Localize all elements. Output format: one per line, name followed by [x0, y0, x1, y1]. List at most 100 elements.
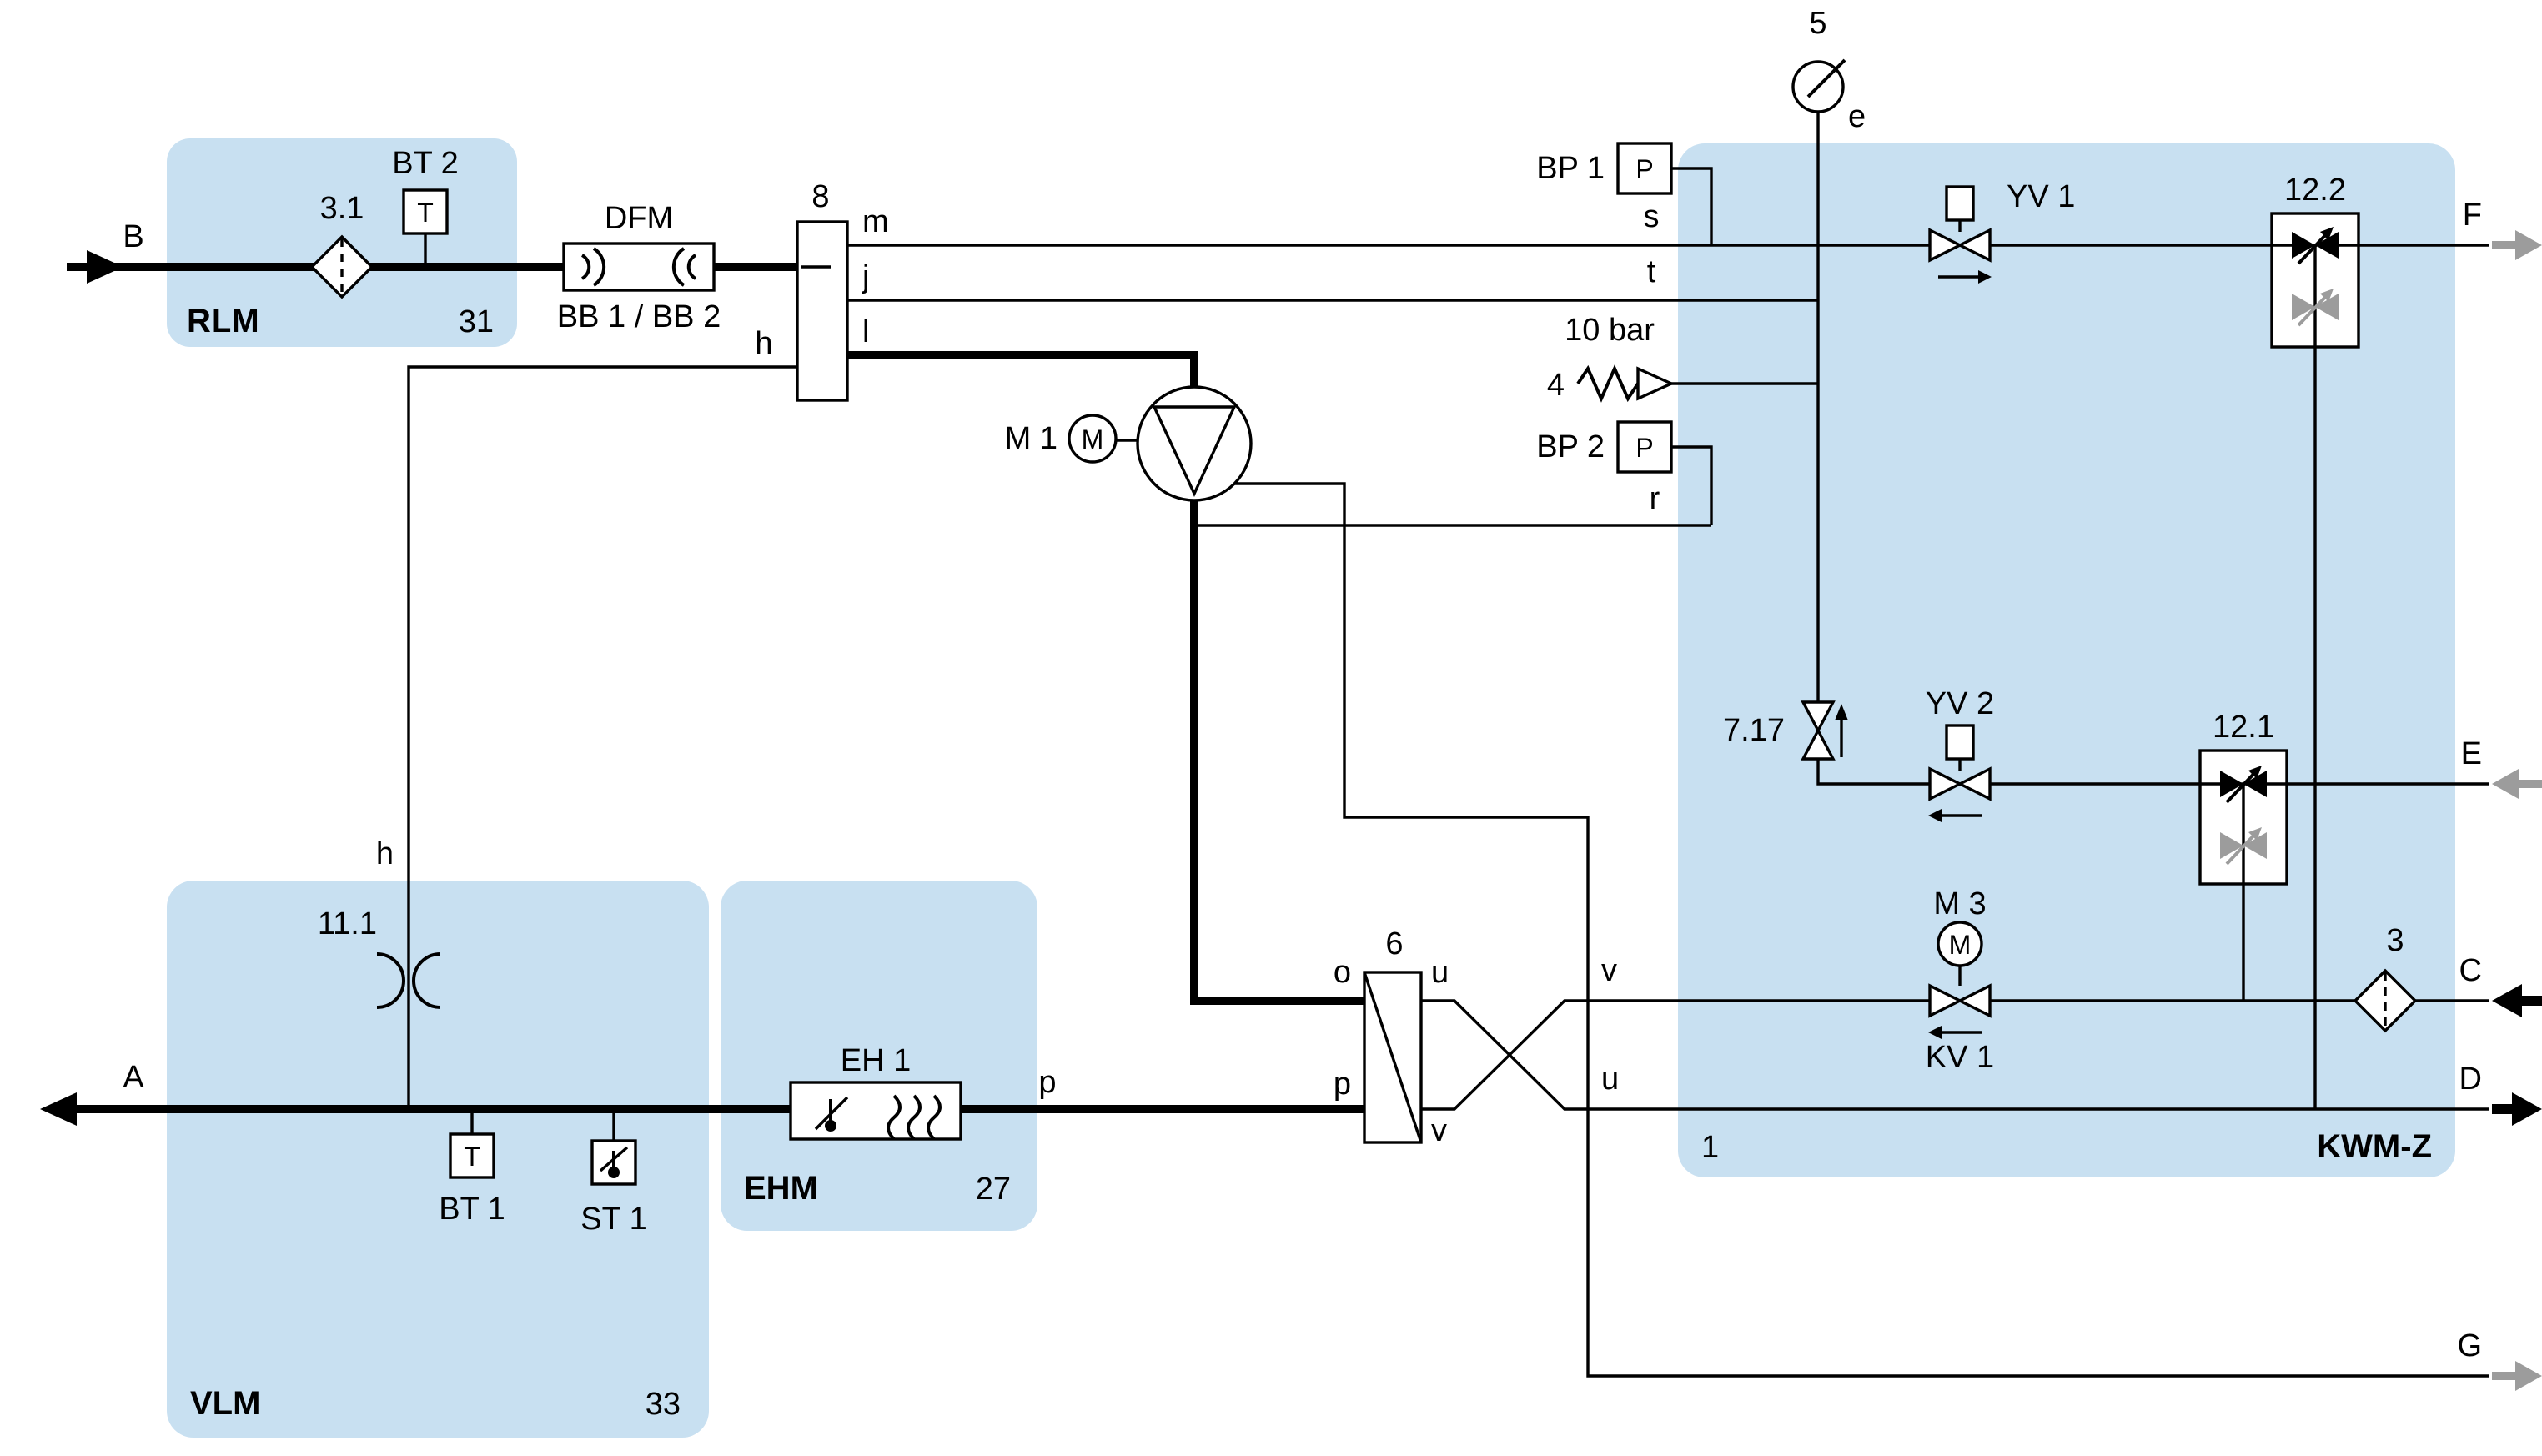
- label-12-2: 12.2: [2284, 173, 2346, 208]
- outlet-g-arrow: [2515, 1361, 2542, 1391]
- inlet-c-arrow-shaft: [2522, 996, 2542, 1006]
- restrictor-11-1-icon: [376, 952, 441, 1009]
- label-zone-kwmz: KWM-Z: [2317, 1128, 2432, 1165]
- label-yv2: YV 2: [1926, 686, 1994, 721]
- label-zone-rlm: RLM: [187, 303, 259, 339]
- block-12-2-arrowhead-gray: [2320, 289, 2334, 302]
- m1-motor-icon: [1068, 414, 1118, 464]
- label-point-h2: h: [376, 836, 394, 871]
- label-kv1: KV 1: [1926, 1040, 1994, 1075]
- kwmz-zone: [1678, 143, 2455, 1177]
- label-port-a: A: [123, 1060, 144, 1095]
- filter-3-1: [309, 234, 374, 299]
- label-port-b: B: [123, 219, 143, 254]
- label-bp2: BP 2: [1536, 429, 1605, 464]
- dfm-box: [562, 242, 716, 292]
- label-port-e: E: [2461, 736, 2482, 771]
- kv1-body-left: [1928, 983, 1963, 1018]
- gauge-5-needle: [1806, 68, 1836, 98]
- label-11-1: 11.1: [318, 906, 377, 941]
- heater-eh1: [789, 1081, 962, 1141]
- label-point-t: t: [1647, 254, 1656, 289]
- pipe-v-to-c: [1421, 999, 2489, 1111]
- eh1-box: [789, 1081, 962, 1141]
- label-relief-4: 4: [1547, 368, 1565, 403]
- inlet-e-arrow-shaft: [2519, 780, 2542, 788]
- inlet-c-arrow: [2492, 984, 2522, 1017]
- label-hx-6: 6: [1385, 926, 1403, 961]
- outlet-f-arrow-shaft: [2492, 241, 2515, 249]
- yv2-body-left: [1928, 766, 1963, 801]
- label-filter-3-1: 3.1: [320, 191, 364, 226]
- pipe-line-h: [407, 365, 797, 1109]
- label-zone-vlm-id: 33: [646, 1387, 681, 1422]
- gauge-5: [1791, 58, 1846, 113]
- label-port-d: D: [2459, 1062, 2482, 1097]
- valve-kv1: [1928, 921, 1992, 1039]
- vlm-zone: [167, 881, 709, 1438]
- inlet-b-arrow: [87, 250, 123, 284]
- label-bp1-letter: P: [1635, 154, 1653, 184]
- pipe-bp2-tap: [1671, 445, 1713, 525]
- check-7-17-bottom: [1801, 727, 1836, 761]
- yv2-body-right: [1957, 766, 1992, 801]
- label-point-o: o: [1334, 955, 1351, 990]
- ehm-zone: [721, 881, 1037, 1231]
- label-dfm-sub: BB 1 / BB 2: [557, 299, 721, 334]
- pipe-l-pump-o: [847, 351, 1364, 1005]
- flow-meter-dfm: [562, 242, 716, 292]
- label-12-1: 12.1: [2213, 710, 2274, 745]
- pressure-sensor-bp2: [1616, 420, 1673, 474]
- outlet-d-arrow: [2512, 1092, 2542, 1126]
- filter-3-1-icon: [309, 234, 374, 299]
- kv1-body-right: [1957, 983, 1992, 1018]
- yv1-body-left: [1928, 228, 1963, 263]
- st1-bulb-icon: [608, 1167, 620, 1178]
- gauge-5-tick: [1833, 58, 1846, 72]
- relief-valve-4: [1576, 364, 1675, 403]
- yv1-body-right: [1957, 228, 1992, 263]
- bt1-box: [449, 1132, 495, 1179]
- outlet-f-arrow: [2515, 230, 2542, 260]
- label-gauge-5: 5: [1809, 6, 1826, 41]
- label-bp2-letter: P: [1635, 433, 1653, 463]
- label-bt1: BT 1: [439, 1192, 505, 1227]
- label-point-v1: v: [1431, 1113, 1447, 1148]
- label-point-j: j: [862, 259, 869, 294]
- block-12-2: [2270, 212, 2360, 349]
- label-point-h1: h: [755, 326, 772, 361]
- label-point-p1: p: [1334, 1067, 1351, 1102]
- yv2-solenoid-icon: [1945, 724, 1975, 761]
- temp-sensor-bt2: [402, 188, 449, 235]
- yv2-flow-arrow-head: [1928, 809, 1942, 822]
- block-12-2-arrowhead-black: [2320, 227, 2334, 240]
- label-port-g: G: [2457, 1328, 2482, 1363]
- label-point-v2: v: [1601, 953, 1617, 988]
- label-m1: M 1: [1005, 421, 1057, 456]
- st1-slash-icon: [599, 1146, 629, 1172]
- filter-3-icon: [2353, 968, 2418, 1033]
- eh1-slash-icon: [814, 1096, 849, 1131]
- valve-yv1: [1928, 185, 1992, 284]
- zones: [167, 138, 2455, 1438]
- relief-spring-icon: [1576, 364, 1640, 403]
- labels: B A C D E F G RLM 31 VLM 33 EHM 27 KWM-Z…: [123, 6, 2482, 1422]
- bp1-box: [1616, 142, 1673, 195]
- label-m1-letter: M: [1082, 424, 1104, 454]
- label-m3-letter: M: [1949, 930, 1972, 960]
- block-12-1: [2198, 749, 2288, 886]
- bp2-box: [1616, 420, 1673, 474]
- label-port-f: F: [2463, 198, 2482, 233]
- label-point-s: s: [1644, 199, 1660, 234]
- block-12-1-arrowhead-gray: [2248, 827, 2262, 841]
- label-zone-ehm-id: 27: [976, 1172, 1011, 1207]
- dfm-wave-right-icon: [671, 247, 697, 287]
- label-filter-3: 3: [2386, 923, 2404, 958]
- pump-icon: [1136, 385, 1253, 502]
- outlet-d-arrow-shaft: [2492, 1104, 2515, 1114]
- label-point-m: m: [862, 204, 889, 239]
- manifold-8: [796, 220, 849, 402]
- m3-motor-icon: [1937, 921, 1983, 967]
- label-zone-vlm: VLM: [190, 1385, 260, 1422]
